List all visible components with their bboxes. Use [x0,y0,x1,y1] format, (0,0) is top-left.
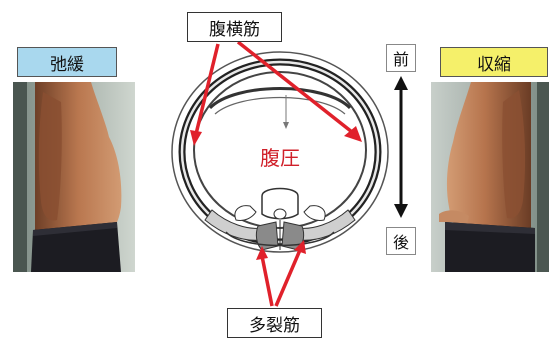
multifidus-arrow-left [262,256,272,306]
back-direction-label: 後 [386,227,416,255]
multifidus-arrow-right [276,250,300,306]
transversus-abdominis-label: 腹横筋 [187,12,282,42]
contracted-label: 収縮 [440,47,548,77]
front-direction-label: 前 [386,44,416,72]
relaxed-label: 弛緩 [17,47,117,77]
multifidus-label: 多裂筋 [227,308,322,338]
intra-abdominal-pressure-label: 腹圧 [260,146,300,170]
